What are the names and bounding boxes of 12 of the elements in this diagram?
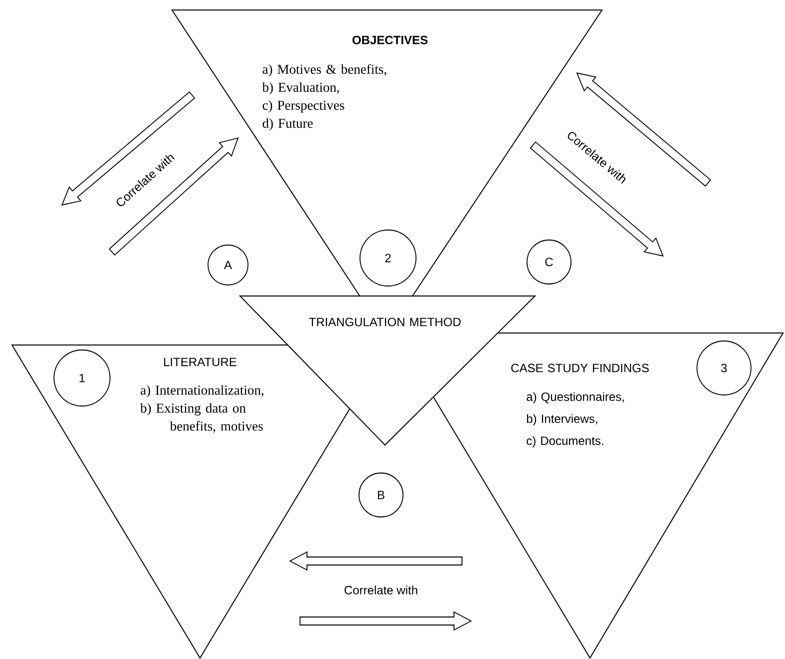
heading: OBJECTIVES: [352, 36, 428, 44]
bulleted-list: a) Questionnaires, b) Interviews, c) Documents.: [526, 392, 624, 448]
arrow-label: Correlate with: [344, 586, 418, 594]
node-label: b) Evaluation,: [262, 82, 339, 95]
heading: LITERATURE: [164, 358, 236, 366]
heading: TRIANGULATION METHOD: [309, 318, 461, 326]
bulleted-list: a) Internationalization, b) Existing data on benefits, motives: [140, 385, 264, 433]
node-label: d) Future: [262, 118, 313, 131]
bulleted-list: a) Motives & benefits, b) Evaluation, c) Perspectives d) Future: [262, 64, 386, 131]
heading: CASE STUDY FINDINGS: [511, 364, 649, 372]
node-label: c) Perspectives: [262, 100, 344, 113]
node-label: a) Motives & benefits,: [262, 64, 386, 77]
